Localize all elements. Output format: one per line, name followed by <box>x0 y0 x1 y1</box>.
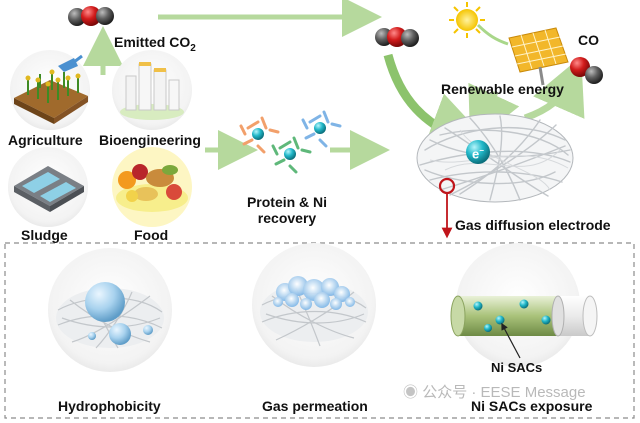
gas-diffusion-electrode-icon <box>416 113 574 203</box>
ni-sacs-exposure-label: Ni SACs exposure <box>471 398 593 414</box>
electron-symbol: e <box>472 146 480 162</box>
watermark: ◉ 公众号 · EESE Message <box>403 384 586 402</box>
sunlight-beam <box>476 23 509 46</box>
electron-label: e− <box>472 143 484 162</box>
gas-permeation-icon <box>252 243 376 367</box>
bioengineering-label: Bioengineering <box>99 132 201 148</box>
protein-recovery-line2: recovery <box>257 210 317 226</box>
solar-panel-icon <box>508 27 569 86</box>
sun-icon <box>449 2 485 38</box>
bioengineering-icon <box>112 50 192 130</box>
hydrophobicity-label: Hydrophobicity <box>58 398 161 414</box>
emitted-co2-subscript: 2 <box>190 42 196 54</box>
gas-permeation-label: Gas permeation <box>262 398 368 414</box>
ni-sacs-exposure-icon <box>450 243 598 367</box>
food-icon <box>112 147 192 227</box>
emitted-co2-text: Emitted CO <box>114 34 191 50</box>
renewable-energy-label: Renewable energy <box>441 81 564 97</box>
co-label: CO <box>578 32 599 48</box>
sludge-icon <box>8 147 88 227</box>
agriculture-icon <box>10 50 90 130</box>
watermark-text: 公众号 · EESE Message <box>422 384 586 401</box>
zoom-panel-border <box>4 242 635 419</box>
co2-molecule-icon <box>375 27 419 47</box>
protein-recovery-label: Protein & Ni recovery <box>232 194 342 226</box>
ni-sacs-label: Ni SACs <box>491 360 543 375</box>
electron-charge: − <box>479 146 484 155</box>
watermark-logo-icon: ◉ <box>403 384 419 401</box>
co-out-arrow <box>523 56 585 122</box>
gas-diffusion-electrode-label: Gas diffusion electrode <box>455 217 611 233</box>
co-molecule-icon <box>570 57 603 84</box>
protein-recovery-line1: Protein & Ni <box>246 194 328 210</box>
co2-molecule-icon <box>68 6 114 26</box>
emitted-co2-label: Emitted CO2 <box>114 34 196 57</box>
protein-cluster-icon <box>239 110 342 174</box>
hydrophobicity-icon <box>48 248 172 372</box>
food-label: Food <box>134 227 169 243</box>
agriculture-label: Agriculture <box>8 132 83 148</box>
sludge-label: Sludge <box>21 227 68 243</box>
